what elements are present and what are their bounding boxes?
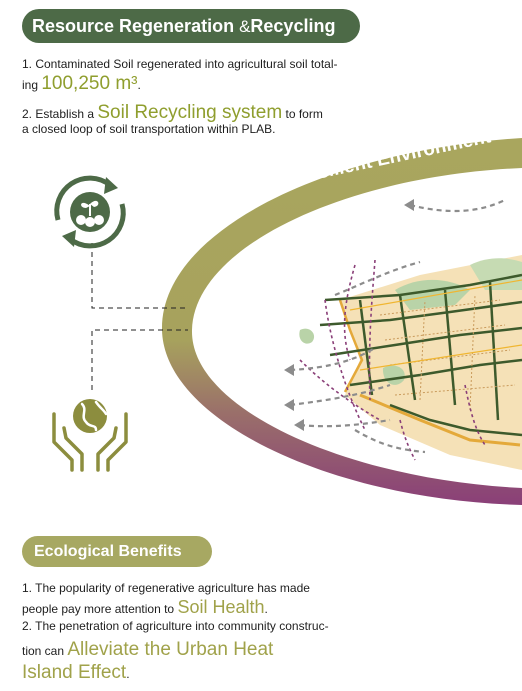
- resource-point-2: 2. Establish a Soil Recycling system to …: [22, 102, 323, 138]
- soil-volume-value: 100,250 m³: [41, 73, 138, 94]
- connector-lines: [91, 243, 188, 390]
- eco-line3: 2. The penetration of agriculture into c…: [22, 619, 329, 633]
- soil-recycling-system-highlight: Soil Recycling system: [97, 102, 283, 123]
- soil-health-highlight: Soil Health: [177, 597, 265, 617]
- resource-p2-suffix: to form: [282, 107, 323, 121]
- resilient-ring: [161, 138, 522, 505]
- site-map: [284, 199, 522, 470]
- eco-line4-prefix: tion can: [22, 644, 68, 658]
- soil-recycle-icon: [54, 175, 126, 249]
- heat-island-highlight-2: Island Effect: [22, 662, 127, 683]
- resource-point-1: 1. Contaminated Soil regenerated into ag…: [22, 56, 338, 94]
- section-title-ecological: Ecological Benefits: [22, 536, 212, 567]
- eco-line5-suffix: .: [126, 667, 130, 681]
- eco-line1: 1. The popularity of regenerative agricu…: [22, 581, 310, 595]
- resource-p1-line1: 1. Contaminated Soil regenerated into ag…: [22, 57, 338, 71]
- earth-hands-icon: [52, 399, 128, 472]
- title-part2: Recycling: [250, 16, 336, 36]
- heat-island-highlight-1: Alleviate the Urban Heat: [67, 639, 274, 660]
- eco-line2-suffix: .: [264, 602, 268, 616]
- ecological-text: 1. The popularity of regenerative agricu…: [22, 580, 517, 685]
- resource-p1-prefix: ing: [22, 78, 42, 92]
- eco-line2-prefix: people pay more attention to: [22, 602, 178, 616]
- resource-p2-prefix: 2. Establish a: [22, 107, 98, 121]
- title-part1: Resource Regeneration: [32, 16, 240, 36]
- resource-p1-suffix: .: [137, 78, 141, 92]
- title-amp: &: [239, 17, 251, 36]
- section-title-resource: Resource Regeneration &Recycling: [22, 9, 360, 43]
- resource-p2-line2: a closed loop of soil transportation wit…: [22, 122, 276, 136]
